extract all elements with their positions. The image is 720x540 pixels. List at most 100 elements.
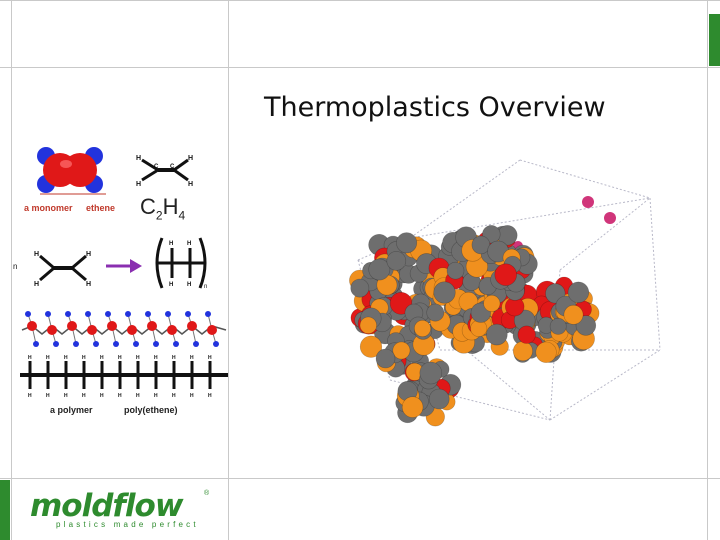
atom-label: H [28, 393, 32, 399]
logo-registered-mark: ® [204, 490, 210, 497]
atom-label: H [100, 355, 104, 361]
carbon-atom [67, 321, 77, 331]
frame-line-footer-top [0, 478, 720, 479]
hydrogen-atom [113, 341, 119, 347]
unit-cell-edge [559, 197, 651, 271]
coefficient-n-label: n [13, 262, 18, 271]
polymer-atom [419, 361, 443, 385]
polymer-label: a polymer [50, 405, 93, 415]
ethene-spacefill-model [37, 147, 106, 195]
polymer-atom [517, 325, 536, 344]
hydrogen-atom [33, 341, 39, 347]
frame-line-top [0, 0, 720, 1]
atom-label: H [136, 181, 141, 188]
unit-cell-edge [649, 197, 661, 351]
carbon-atom [63, 153, 97, 187]
hydrogen-atom [133, 341, 139, 347]
polymer-atom [386, 251, 407, 271]
atom-label: H [187, 282, 191, 288]
polymer-atom [375, 348, 396, 369]
accent-bar-top-right [709, 14, 720, 66]
atom-label: H [172, 355, 176, 361]
polymer-atom [428, 388, 450, 410]
monomer-label: a monomer [24, 203, 73, 213]
polymer-3d-spacefill-model [349, 159, 661, 427]
atom-label: H [208, 355, 212, 361]
frame-line-vertical-left [11, 0, 12, 540]
atom-label: H [169, 241, 173, 247]
unit-cell-edge [409, 197, 651, 239]
hydrogen-atom [73, 341, 79, 347]
polymer-atom [433, 281, 456, 304]
hydrogen-atom [165, 311, 171, 317]
hydrogen-atom [193, 341, 199, 347]
unit-cell-edge [549, 349, 661, 421]
polymer-atom [446, 261, 465, 280]
atom-label: H [86, 251, 91, 258]
polymer-repeat-unit: H H H H n [155, 237, 207, 290]
carbon-atom [167, 325, 177, 335]
polymer-atom [512, 341, 533, 362]
carbon-atom [147, 321, 157, 331]
ion-atom [582, 196, 594, 208]
hydrogen-atom [205, 311, 211, 317]
logo-wordmark: moldflow [30, 488, 183, 524]
hydrogen-atom [25, 311, 31, 317]
polymer-atom [401, 396, 424, 418]
polymer-atom [426, 303, 445, 322]
carbon-atom [187, 321, 197, 331]
hydrogen-atom [45, 311, 51, 317]
frame-line-header-bottom [0, 67, 720, 68]
polymer-atom [483, 294, 501, 312]
unit-cell-edge [519, 159, 651, 199]
polymer-atom [471, 235, 491, 255]
atom-label: H [136, 393, 140, 399]
molecular-formula: C2H4 [140, 194, 186, 223]
ion-atom [604, 212, 616, 224]
hydrogen-atom [173, 341, 179, 347]
polymer-atom [392, 341, 411, 360]
polymer-atom [414, 320, 432, 338]
unit-cell-edge [389, 379, 551, 421]
atom-label: H [28, 355, 32, 361]
frame-line-vertical-mid [228, 0, 229, 540]
atom-label: H [136, 355, 140, 361]
atom-label: H [188, 181, 193, 188]
atom-label: H [82, 355, 86, 361]
polymer-atom [350, 278, 370, 298]
atom-label: H [208, 393, 212, 399]
atom-label: H [188, 155, 193, 162]
polymer-atom [567, 281, 590, 304]
polymer-atom [494, 263, 517, 286]
carbon-atom [27, 321, 37, 331]
atom-label: C [154, 164, 159, 170]
atom-label: H [64, 393, 68, 399]
slide-title: Thermoplastics Overview [264, 92, 606, 123]
atom-label: H [154, 393, 158, 399]
polymer-atom [549, 317, 567, 335]
atom-label: H [187, 241, 191, 247]
atom-label: H [169, 282, 173, 288]
polymer-name-label: poly(ethene) [124, 405, 178, 415]
hydrogen-atom [125, 311, 131, 317]
atom-label: H [100, 393, 104, 399]
polymer-atom [359, 316, 377, 334]
atom-label: H [82, 393, 86, 399]
hydrogen-atom [153, 341, 159, 347]
hydrogen-atom [65, 311, 71, 317]
atom-label: H [46, 393, 50, 399]
hydrogen-atom [85, 311, 91, 317]
atom-label: H [64, 355, 68, 361]
carbon-atom [107, 321, 117, 331]
polymer-atom [396, 232, 418, 254]
polymer-atom [368, 258, 391, 281]
atom-label: C [170, 164, 175, 170]
ethene-structural-formula: H H H H C C [136, 155, 193, 188]
hydrogen-atom [185, 311, 191, 317]
atom-label: H [46, 355, 50, 361]
carbon-atom [87, 325, 97, 335]
frame-line-vertical-right [707, 0, 708, 540]
hydrogen-atom [145, 311, 151, 317]
polymer-atom [470, 319, 488, 337]
polymer-atom [563, 304, 584, 325]
